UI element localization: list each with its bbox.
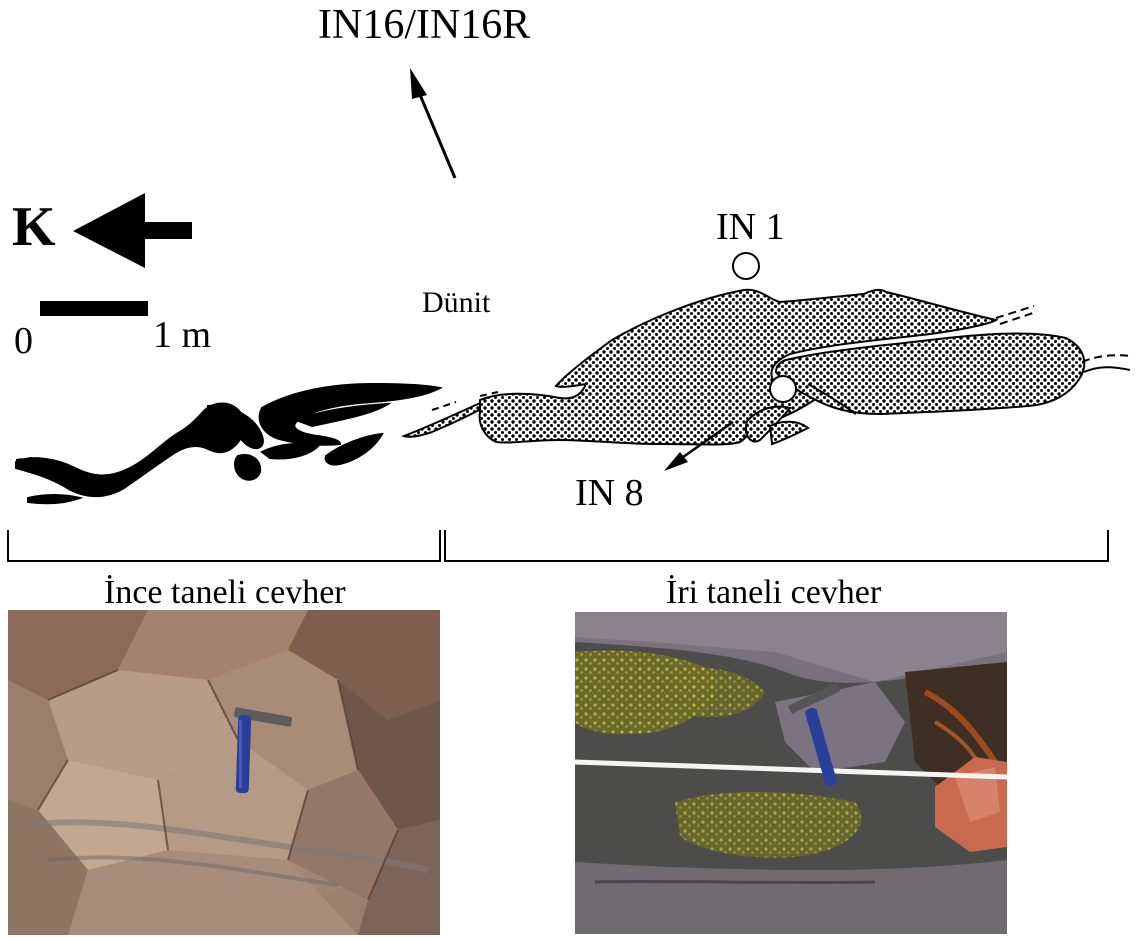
coarse-ore-photo — [575, 612, 1007, 934]
scale-label-one: 1 m — [153, 316, 211, 354]
sample-in1-marker — [733, 253, 759, 279]
scale-label-zero: 0 — [14, 322, 33, 360]
north-arrow-icon — [73, 193, 192, 268]
fine-ore-bodies — [16, 384, 440, 503]
sample-label-in1: IN 1 — [716, 208, 785, 246]
host-rock-label: Dünit — [422, 288, 490, 318]
sample-in8-marker — [770, 376, 796, 402]
fine-ore-photo — [8, 610, 440, 935]
arrow-to-in16 — [410, 68, 455, 178]
coarse-ore-caption: İri taneli cevher — [666, 576, 881, 610]
fine-ore-bracket — [8, 530, 440, 561]
scale-bar — [40, 301, 148, 316]
sample-label-in16: IN16/IN16R — [318, 4, 530, 46]
field-sketch — [0, 0, 1136, 600]
coarse-ore-body — [404, 290, 1130, 445]
north-label: K — [12, 199, 56, 255]
coarse-ore-bracket — [445, 530, 1108, 561]
sample-label-in8: IN 8 — [575, 474, 644, 512]
fine-ore-caption: İnce taneli cevher — [104, 576, 346, 610]
